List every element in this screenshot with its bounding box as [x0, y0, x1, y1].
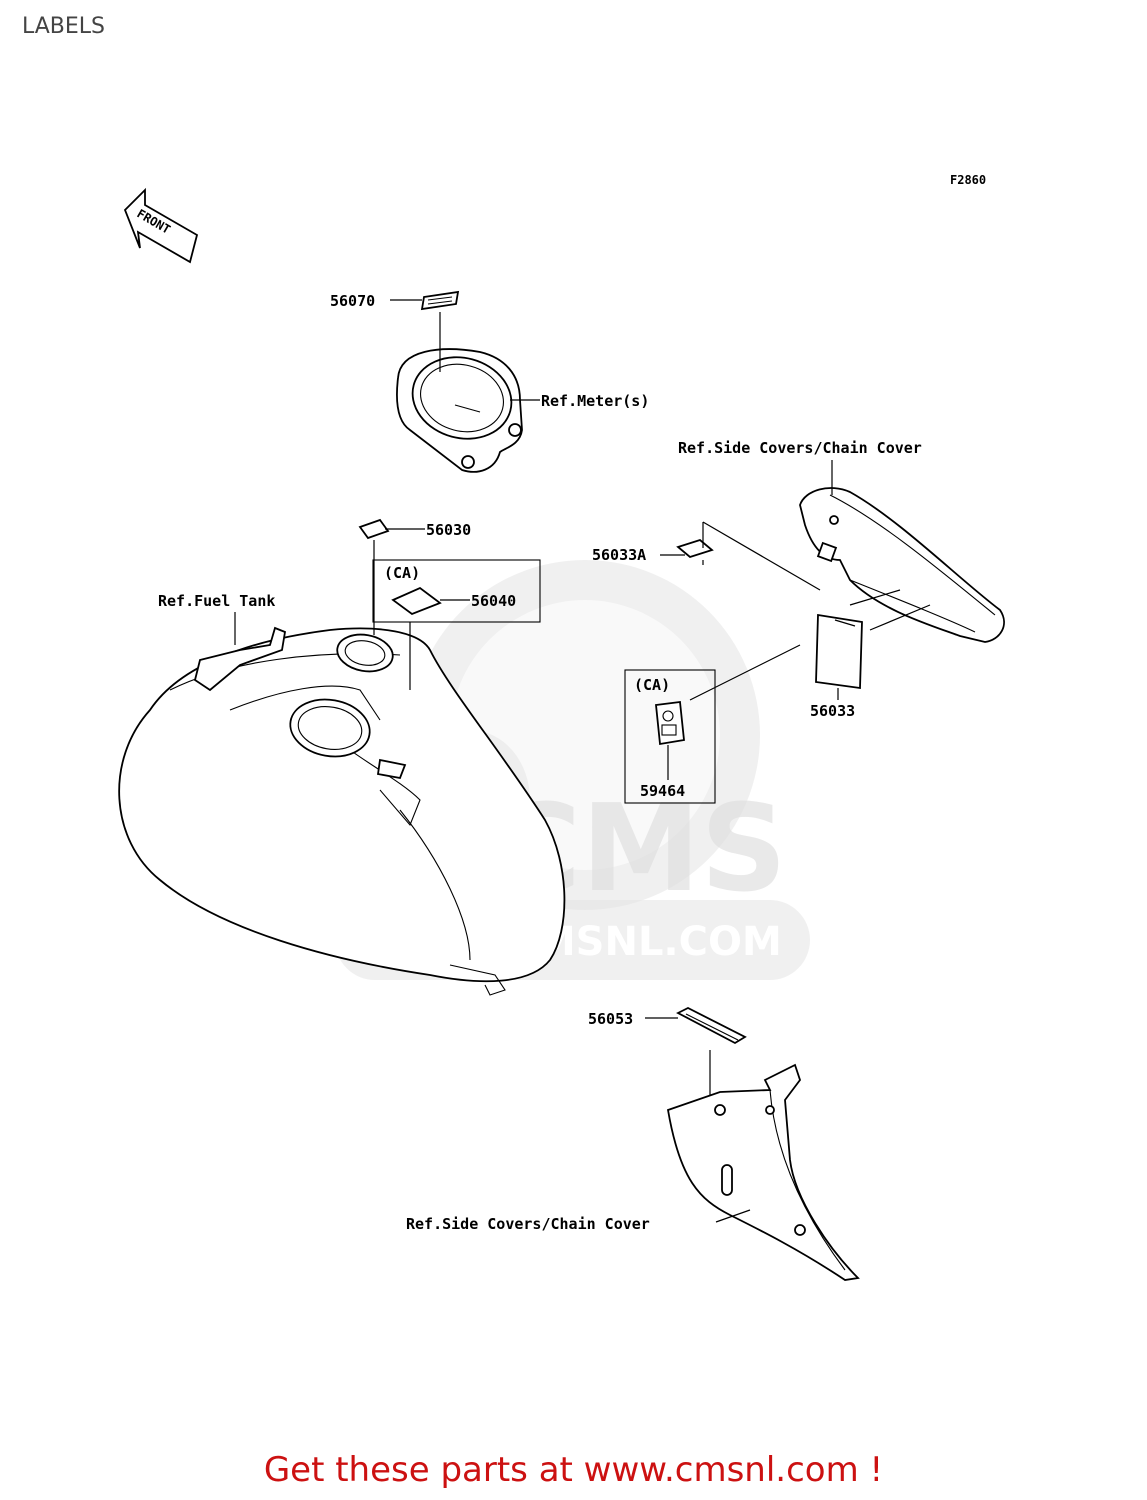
label-56033: 56033 [810, 702, 855, 720]
label-56033a: 56033A [592, 546, 646, 564]
decal-56030 [358, 518, 390, 540]
label-ref-side-covers-bottom: Ref.Side Covers/Chain Cover [406, 1215, 650, 1233]
meter-part [396, 290, 523, 473]
plate-56033 [815, 613, 863, 690]
label-ref-side-covers-top: Ref.Side Covers/Chain Cover [678, 439, 922, 457]
label-59464: 59464 [640, 782, 685, 800]
decal-59464 [655, 700, 685, 746]
figure-code: F2860 [950, 173, 986, 187]
fuel-tank-part [118, 626, 566, 996]
label-ref-meter: Ref.Meter(s) [541, 392, 649, 410]
footer-promo-link[interactable]: Get these parts at www.cmsnl.com ! [263, 1450, 884, 1490]
label-56030: 56030 [426, 521, 471, 539]
front-arrow-icon: FRONT [123, 187, 199, 264]
label-56040: 56040 [471, 592, 516, 610]
side-cover-bottom-part [666, 1063, 860, 1281]
label-ca-1: (CA) [384, 564, 420, 582]
label-ref-fuel-tank: Ref.Fuel Tank [158, 592, 275, 610]
page-title: LABELS [22, 14, 106, 39]
ca-box-2 [624, 669, 716, 804]
decal-56040 [391, 586, 442, 616]
decal-56053 [676, 1006, 747, 1045]
label-ca-2: (CA) [634, 676, 670, 694]
ca-box-1 [372, 559, 541, 623]
side-cover-top-part [799, 487, 1005, 643]
label-56053: 56053 [588, 1010, 633, 1028]
label-56070: 56070 [330, 292, 375, 310]
